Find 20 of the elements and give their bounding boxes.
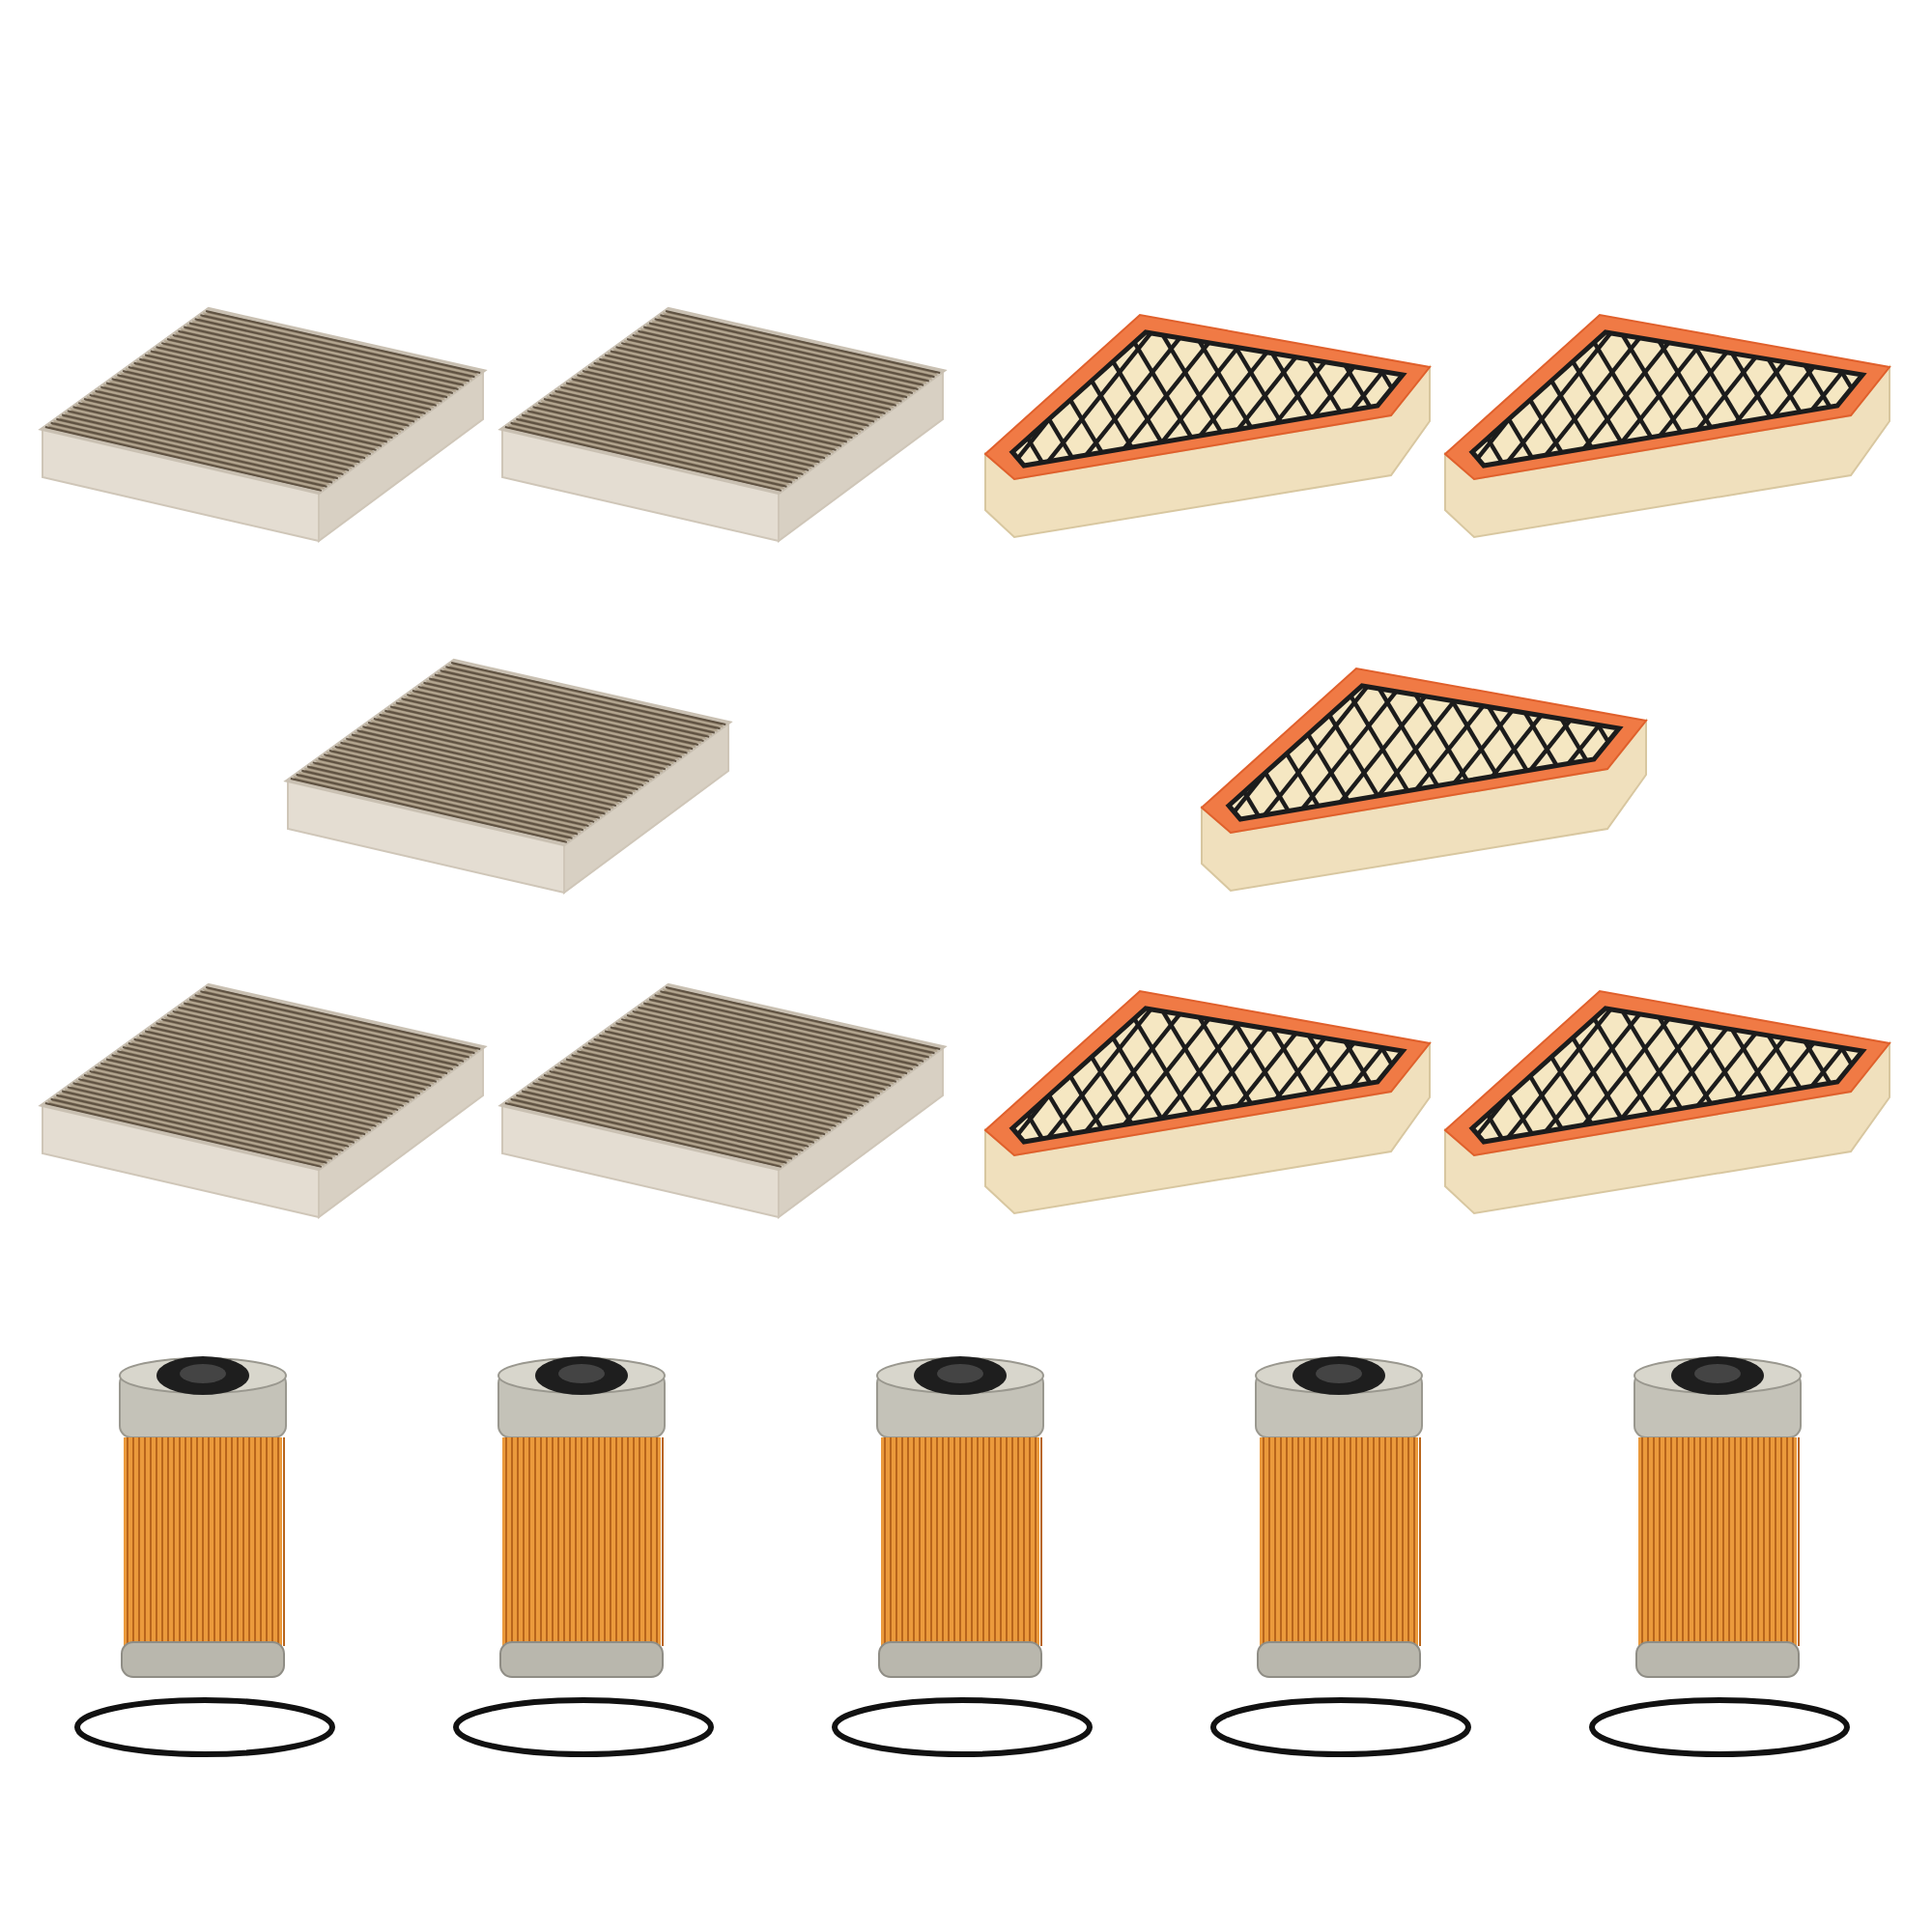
- air-filter-drawing: [1445, 313, 1889, 535]
- cabin-air-filter-drawing: [39, 309, 483, 541]
- oil-filter-drawing: [495, 1356, 668, 1681]
- o-ring: [73, 1696, 336, 1758]
- cabin-air-filter-drawing: [284, 661, 728, 893]
- air-filter-drawing: [985, 313, 1430, 535]
- air-filter-drawing: [1202, 667, 1646, 889]
- oil-filter-drawing: [873, 1356, 1047, 1681]
- o-ring: [1209, 1696, 1472, 1758]
- o-ring: [831, 1696, 1094, 1758]
- air-filter-drawing: [985, 989, 1430, 1211]
- o-ring: [452, 1696, 715, 1758]
- air-filter-drawing: [1445, 989, 1889, 1211]
- oil-filter-drawing: [116, 1356, 290, 1681]
- cabin-air-filter-drawing: [39, 985, 483, 1217]
- cabin-air-filter-drawing: [498, 985, 943, 1217]
- oil-filter-drawing: [1631, 1356, 1804, 1681]
- cabin-air-filter-drawing: [498, 309, 943, 541]
- oil-filter-drawing: [1252, 1356, 1426, 1681]
- o-ring: [1588, 1696, 1851, 1758]
